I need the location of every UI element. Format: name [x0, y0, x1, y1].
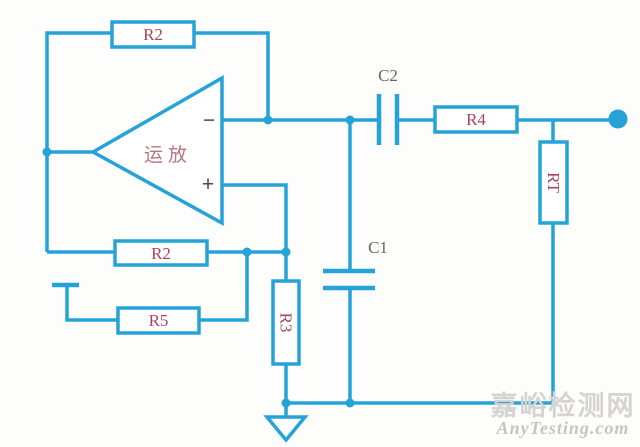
junction-dot [281, 247, 291, 257]
junction-dot [242, 247, 252, 257]
junction-dot [345, 398, 355, 408]
output-terminal-dot [608, 109, 628, 129]
resistor-rt-body [538, 140, 569, 225]
resistor-r2-mid-body [113, 239, 209, 267]
resistor-r3-body [271, 279, 301, 366]
resistor-r4-body [433, 105, 519, 134]
junction-dot [42, 147, 52, 157]
r5-left-wire [65, 285, 118, 322]
junction-dot [345, 115, 355, 125]
opamp-triangle [89, 74, 224, 226]
resistor-r5-body [116, 306, 201, 335]
junction-dot [281, 398, 291, 408]
ground-symbol [263, 415, 309, 443]
junction-dot [263, 115, 273, 125]
resistor-r2-top-body [110, 20, 196, 49]
r5-right-wire [199, 252, 249, 322]
